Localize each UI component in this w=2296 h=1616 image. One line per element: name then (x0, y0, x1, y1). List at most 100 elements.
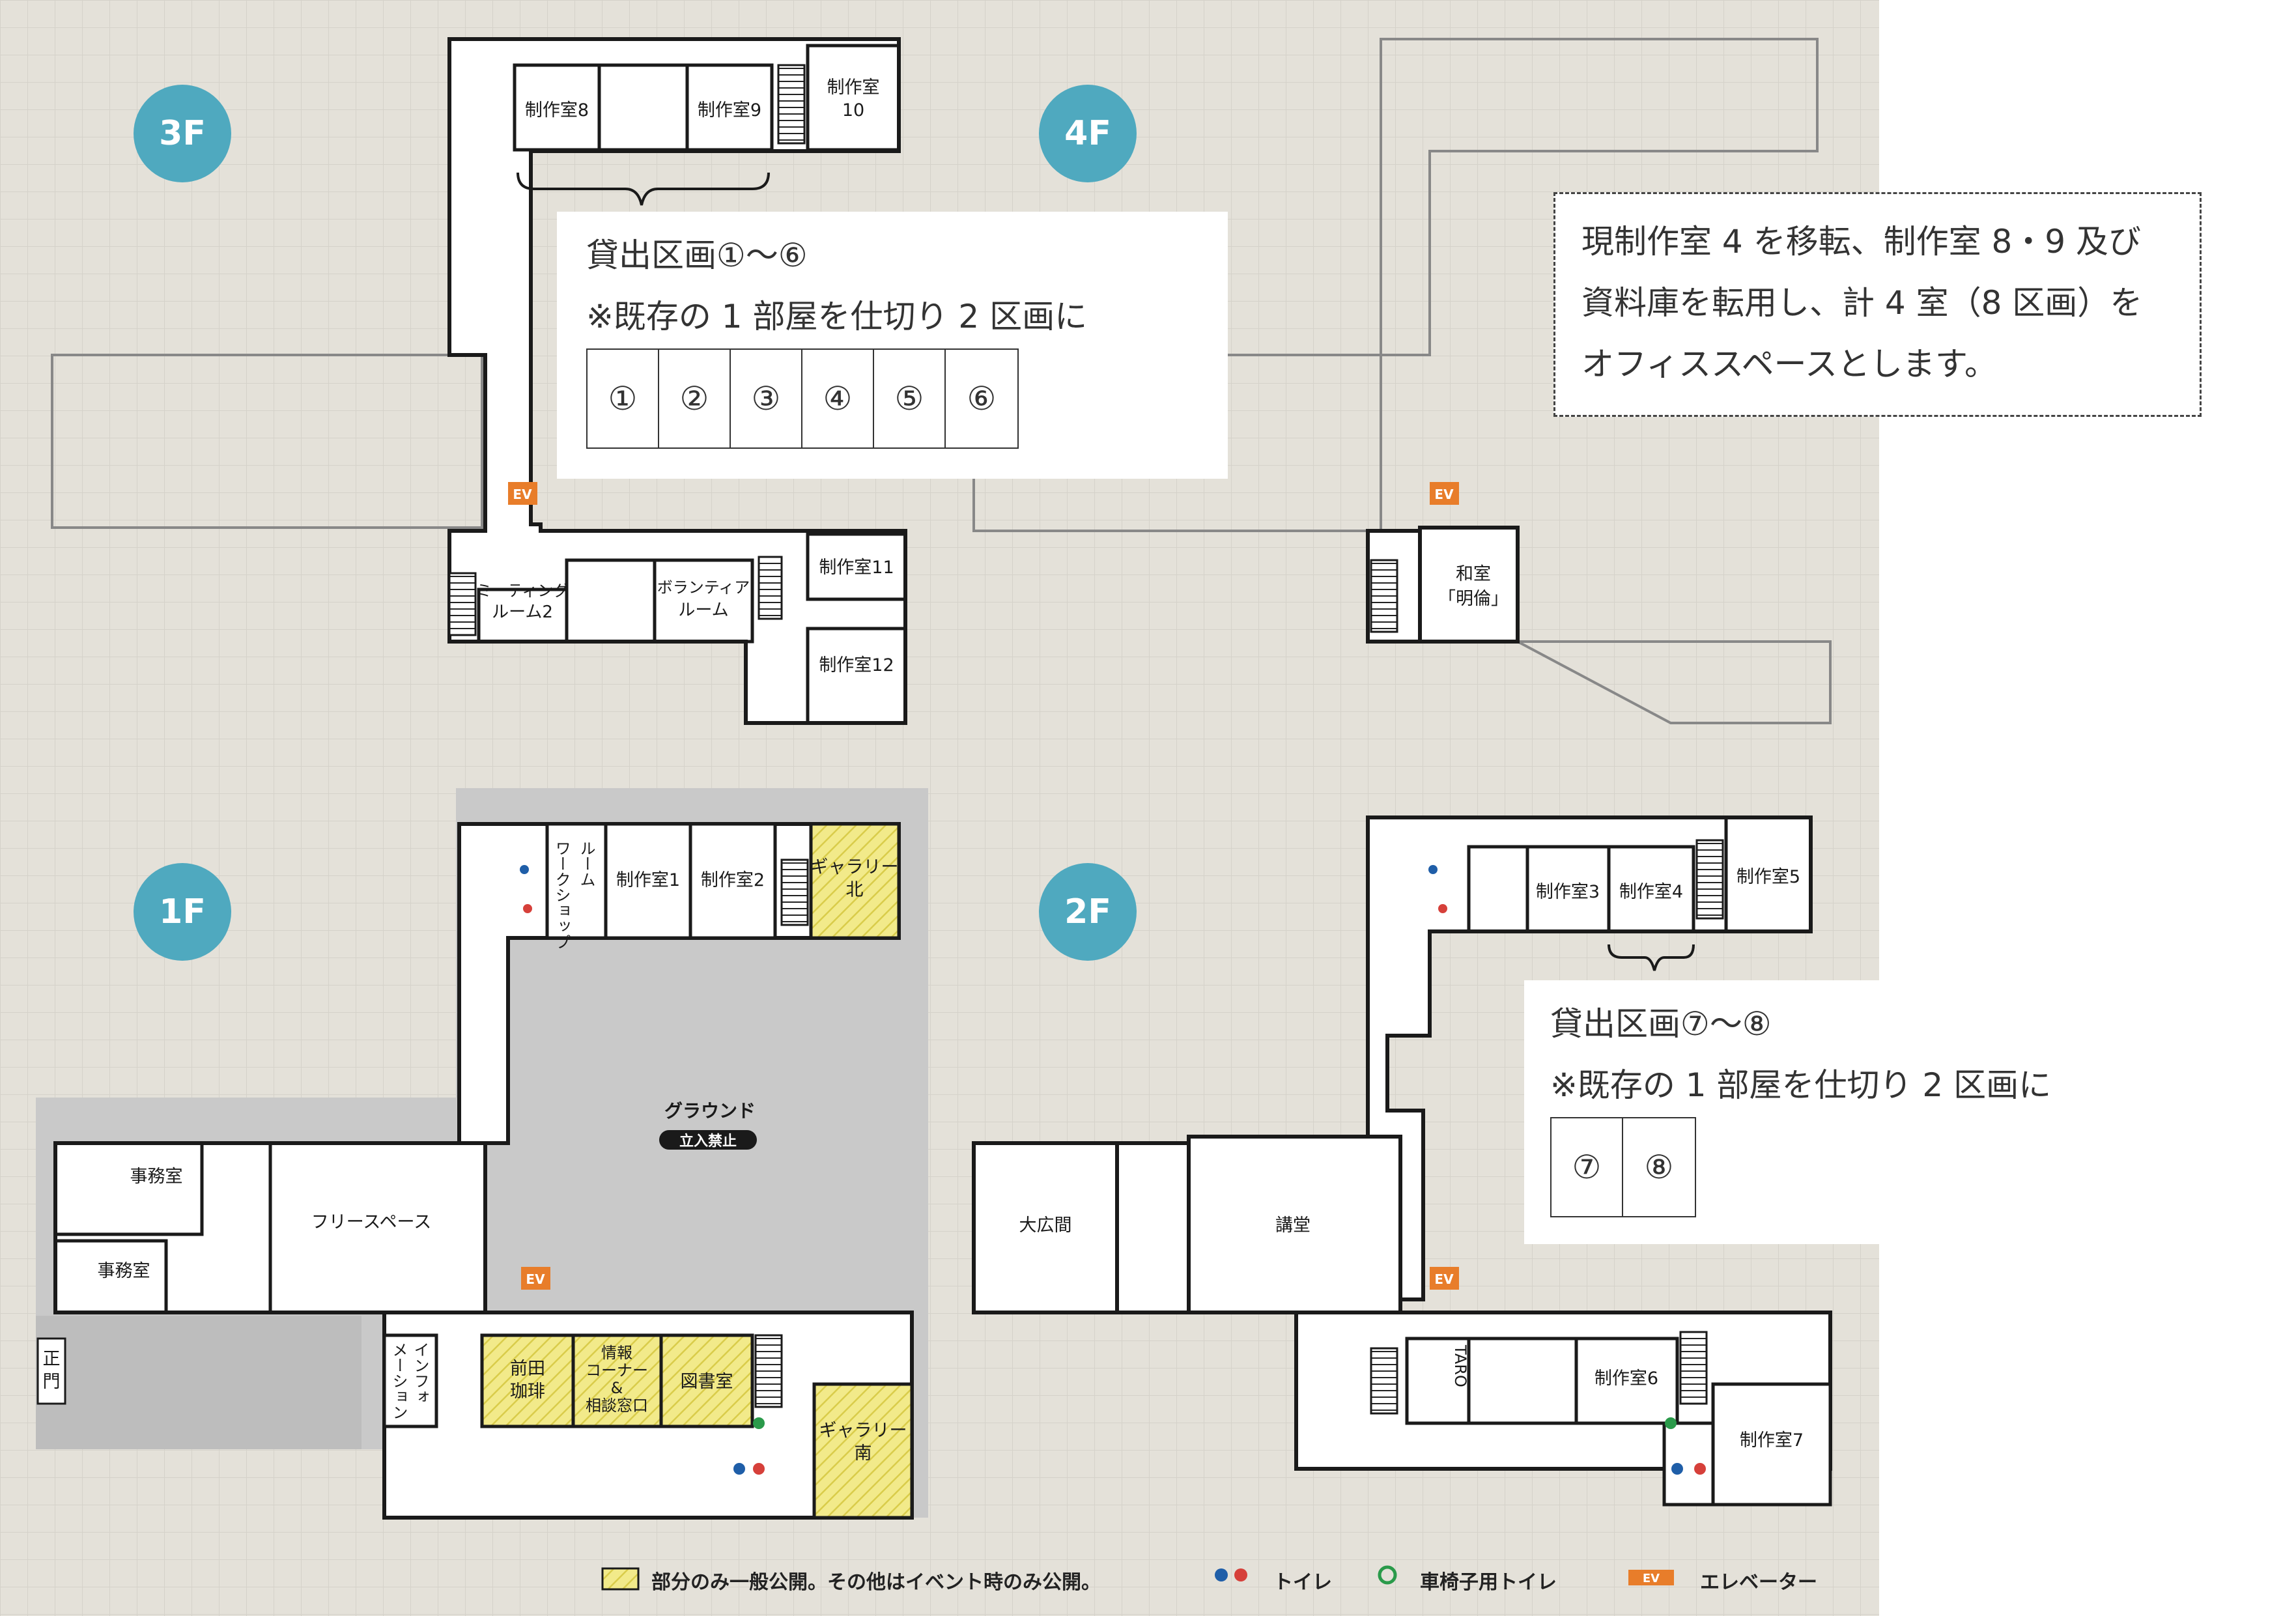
floor-3f-plan: EV 制作室8 制作室9 制作室 10 ミーティング ルーム2 ボランティア ル… (51, 37, 907, 725)
3f-brace (517, 172, 770, 206)
1f-maeda-coffee (480, 1333, 575, 1428)
2f-corridor (1115, 1141, 1191, 1314)
4f-elevator (1430, 482, 1459, 505)
3f-label-seisaku8: 制作室8 (525, 100, 589, 120)
1f-label-info-a: インフォ (411, 1342, 429, 1404)
notice-4f: 現制作室 4 を移転、制作室 8・9 及び 資料庫を転用し、計 4 室（8 区画… (1553, 192, 2202, 417)
floor-badge-3f: 3F (134, 85, 231, 182)
2f-koudou (1187, 1135, 1402, 1314)
1f-label-library: 図書室 (681, 1372, 733, 1392)
legend-toilet: トイレ (1273, 1571, 1332, 1594)
1f-toilet-female-s-icon (753, 1463, 765, 1475)
1f-label-workshop-a: ワークショップ (552, 840, 571, 950)
3f-label-meeting2b: ルーム2 (492, 602, 553, 622)
legend-partial-swatch (601, 1567, 640, 1591)
2f-seisaku5 (1724, 815, 1813, 933)
3f-label-volunteer-a: ボランティア (657, 578, 750, 597)
notice-2f-line1: 貸出区画⑦〜⑧ (1550, 1005, 1772, 1043)
1f-jimu2 (53, 1239, 168, 1314)
1f-label-gallery-south-a: ギャラリー (819, 1421, 907, 1441)
1f-toilet-male-icon (520, 865, 529, 874)
notice-3f-line2: ※既存の 1 部屋を仕切り 2 区画に (586, 298, 1088, 335)
2f-label-daihiroma: 大広間 (1019, 1215, 1072, 1236)
1f-label-jouhou-a: 情報 (601, 1344, 632, 1362)
1f-free-space (268, 1141, 487, 1314)
1f-label-jimu1: 事務室 (130, 1167, 183, 1187)
1f-elevator (521, 1267, 550, 1290)
1f-label-jouhou-c: & (611, 1379, 623, 1397)
notice-3f-cell: ⑤ (874, 350, 946, 447)
1f-label-gallery-north-b: 北 (846, 880, 864, 900)
3f-elevator (508, 482, 537, 505)
3f-room-12 (806, 627, 907, 725)
2f-toilet-female-icon (1438, 904, 1447, 913)
notice-2f-cell: ⑦ (1552, 1118, 1623, 1216)
legend-ev-swatch (1628, 1570, 1674, 1585)
1f-no-entry-badge (659, 1130, 757, 1150)
1f-label-gallery-north-a: ギャラリー (811, 857, 899, 877)
notice-2f-line2: ※既存の 1 部屋を仕切り 2 区画に (1550, 1066, 2052, 1104)
2f-label-seisaku6: 制作室6 (1594, 1368, 1658, 1389)
4f-stairs (1370, 559, 1398, 633)
1f-label-maeda-a: 前田 (510, 1359, 545, 1379)
2f-seisaku6 (1574, 1337, 1679, 1425)
1f-label-free-space: フリースペース (311, 1212, 431, 1232)
4f-ghost-building2 (1517, 640, 1832, 724)
2f-seisaku4 (1607, 845, 1695, 933)
2f-toilet-male-icon (1428, 865, 1438, 874)
1f-label-main-gate-a: 正 (43, 1349, 61, 1369)
notice-3f: 貸出区画①〜⑥ ※既存の 1 部屋を仕切り 2 区画に ① ② ③ ④ ⑤ ⑥ (557, 212, 1228, 479)
1f-wheelchair-icon (753, 1417, 765, 1429)
notice-4f-line2: 資料庫を転用し、計 4 室（8 区画）を (1581, 284, 2143, 322)
3f-label-seisaku12: 制作室12 (819, 655, 894, 675)
legend-toilet-female-icon (1234, 1568, 1247, 1581)
2f-wheelchair-icon (1665, 1417, 1677, 1429)
1f-toilet-male-s-icon (733, 1463, 745, 1475)
notice-3f-cell: ③ (731, 350, 802, 447)
notice-2f: 貸出区画⑦〜⑧ ※既存の 1 部屋を仕切り 2 区画に ⑦ ⑧ (1524, 980, 2052, 1244)
legend-partial-public: 部分のみ一般公開。その他はイベント時のみ公開。 (651, 1571, 1101, 1594)
1f-label-ground: グラウンド (664, 1100, 756, 1122)
1f-label-jimu2: 事務室 (98, 1261, 150, 1281)
1f-no-entry-label: 立入禁止 (679, 1133, 737, 1150)
1f-info-corner (571, 1333, 663, 1428)
notice-3f-cell: ⑥ (967, 380, 997, 418)
4f-ghost-building (972, 38, 1819, 532)
1f-entrance-path (36, 1316, 361, 1449)
3f-ghost-building (51, 354, 483, 529)
3f-label-meeting2a: ミーティング (476, 582, 569, 600)
2f-label-seisaku3: 制作室3 (1536, 882, 1600, 902)
2f-label-seisaku7: 制作室7 (1740, 1430, 1804, 1451)
1f-gallery-south (812, 1382, 914, 1520)
1f-label-info-b: メーション (390, 1342, 408, 1420)
1f-label-jouhou-d: 相談窓口 (586, 1396, 648, 1415)
floor-badge-1f: 1F (134, 863, 231, 961)
2f-daihiroma (972, 1141, 1119, 1314)
3f-stairs-n (777, 64, 806, 145)
3f-label-seisaku9: 制作室9 (698, 100, 761, 120)
1f-jimu1 (53, 1141, 204, 1236)
2f-elevator (1430, 1267, 1459, 1290)
notice-3f-line1: 貸出区画①〜⑥ (586, 236, 808, 274)
3f-label-seisaku11: 制作室11 (819, 558, 894, 578)
2f-stairs-w (1370, 1347, 1398, 1415)
notice-4f-line3: オフィススペースとします。 (1581, 345, 1997, 383)
1f-ev-label: EV (526, 1271, 545, 1287)
1f-library (659, 1333, 754, 1428)
floor-4f-plan: EV 和室 「明倫」 (972, 38, 1832, 724)
3f-stairs-e (758, 556, 783, 620)
2f-brace (1608, 944, 1695, 971)
2f-label-seisaku4: 制作室4 (1619, 882, 1683, 902)
1f-label-maeda-b: 珈琲 (510, 1382, 545, 1402)
2f-stairs-n (1695, 839, 1724, 920)
floor-badge-2f: 2F (1039, 863, 1137, 961)
1f-seisaku1 (604, 822, 692, 940)
1f-stairs-n (780, 858, 809, 926)
4f-washitsu (1418, 526, 1520, 644)
notice-3f-cell: ① (588, 350, 659, 447)
1f-stairs-s (754, 1334, 783, 1408)
1f-main-gate-box (36, 1337, 66, 1405)
legend-wheelchair-icon (1378, 1565, 1397, 1585)
4f-label-washitsu-b: 「明倫」 (1438, 589, 1509, 609)
2f-toilet-female-s-icon (1694, 1463, 1706, 1475)
